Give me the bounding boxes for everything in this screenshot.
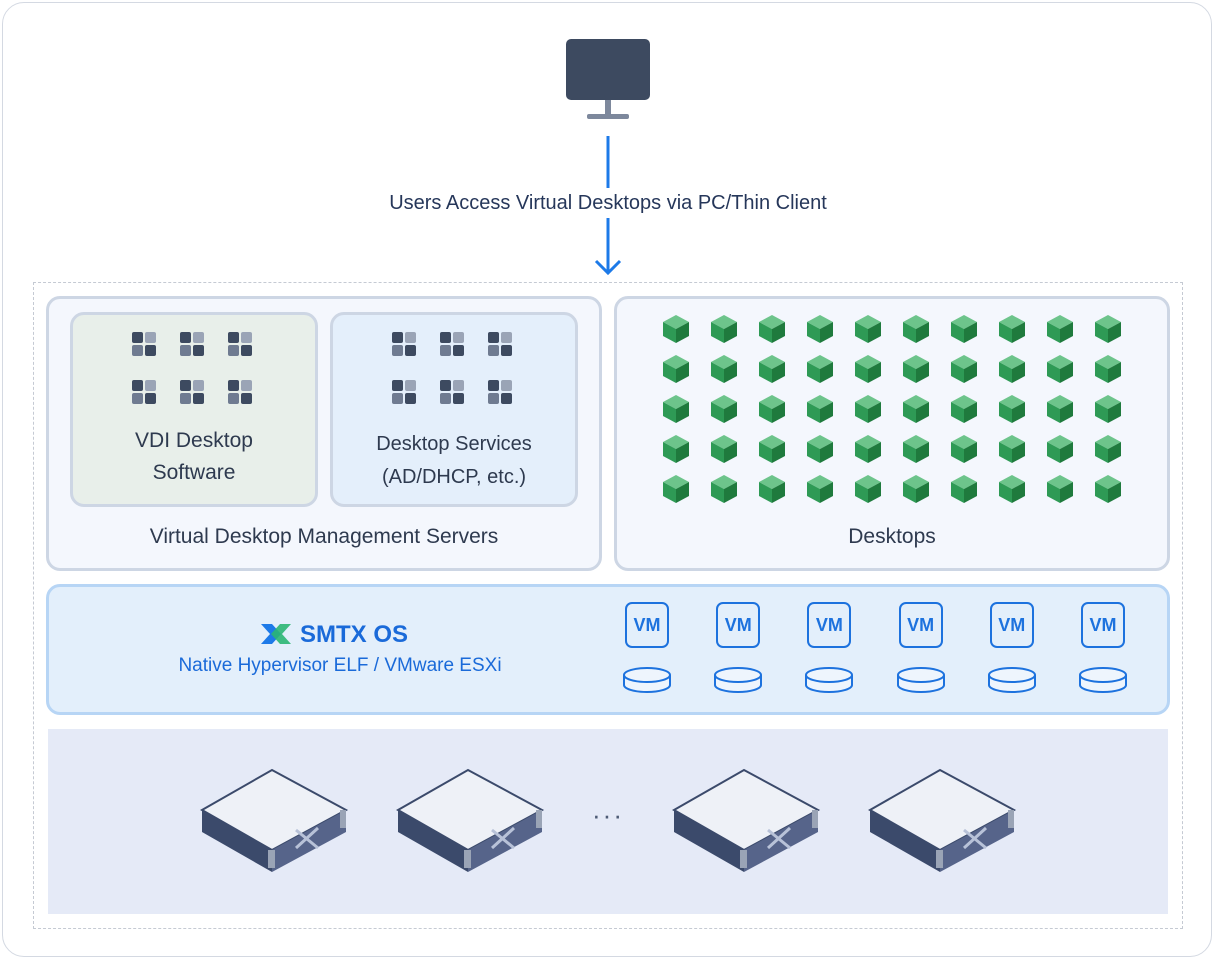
storage-disk-icon	[714, 667, 763, 693]
desktop-cube-icon	[1047, 355, 1073, 383]
desktops-panel	[614, 296, 1170, 571]
desktop-cube-icon	[663, 355, 689, 383]
hypervisor-subtitle: Native Hypervisor ELF / VMware ESXi	[178, 655, 502, 676]
desktop-cube-icon	[711, 355, 737, 383]
desktop-cube-icon	[951, 355, 977, 383]
storage-disk-icon	[1079, 667, 1127, 693]
desktop-cube-icon	[759, 395, 785, 423]
desktop-cube-icon	[663, 315, 689, 343]
system-boundary	[33, 282, 1183, 929]
app-grid-icon	[132, 380, 156, 404]
app-grid-icon	[392, 380, 416, 404]
app-grid-icon	[440, 332, 464, 356]
server-icon	[672, 768, 821, 872]
desktop-cube-icon	[951, 315, 977, 343]
desktop-cube-icon	[855, 475, 881, 503]
app-grid-icon	[440, 380, 464, 404]
desktop-cube-icon	[759, 475, 785, 503]
desktop-cube-icon	[807, 355, 833, 383]
desktop-cube-icon	[1095, 475, 1121, 503]
more-servers-ellipsis: ···	[592, 800, 624, 830]
app-grid-icon	[392, 332, 416, 356]
desktop-cube-icon	[903, 355, 929, 383]
vm-box: VM	[898, 602, 943, 648]
desktop-services-box	[330, 312, 578, 507]
desktop-cube-icon	[999, 475, 1025, 503]
desktop-cube-icon	[711, 475, 737, 503]
desktop-cube-icon	[903, 315, 929, 343]
vm-box: VM	[989, 602, 1034, 648]
services-label-line2: (AD/DHCP, etc.)	[381, 466, 527, 488]
desktop-cube-icon	[759, 435, 785, 463]
app-grid-icon	[488, 380, 512, 404]
access-label: Users Access Virtual Desktops via PC/Thi…	[308, 188, 908, 218]
desktop-cube-icon	[807, 315, 833, 343]
desktop-cube-icon	[903, 435, 929, 463]
desktop-cube-icon	[1095, 355, 1121, 383]
server-icon	[868, 768, 1017, 872]
desktop-cube-icon	[1047, 435, 1073, 463]
desktop-cube-icon	[903, 475, 929, 503]
app-grid-icon	[180, 380, 204, 404]
desktop-cube-icon	[999, 315, 1025, 343]
app-grid-icon	[228, 380, 252, 404]
desktop-cube-icon	[711, 315, 737, 343]
desktop-cube-icon	[759, 315, 785, 343]
desktop-cube-icon	[1047, 475, 1073, 503]
desktop-cube-icon	[663, 475, 689, 503]
monitor-icon	[566, 39, 650, 119]
desktop-cube-icon	[807, 395, 833, 423]
app-grid-icon	[180, 332, 204, 356]
storage-disk-icon	[805, 667, 854, 693]
desktop-cube-icon	[855, 395, 881, 423]
desktop-cube-icon	[807, 435, 833, 463]
desktops-panel-title: Desktops	[848, 525, 936, 548]
hypervisor-panel	[46, 584, 1170, 715]
vdi-label-line2: Software	[152, 461, 236, 484]
desktop-cube-icon	[663, 435, 689, 463]
desktop-cube-icon	[711, 435, 737, 463]
desktop-cube-icon	[951, 435, 977, 463]
app-grid-icon	[228, 332, 252, 356]
desktop-cube-icon	[855, 355, 881, 383]
server-icon	[200, 768, 349, 872]
desktop-cube-icon	[999, 395, 1025, 423]
server-icon	[396, 768, 545, 872]
vm-box: VM	[1081, 602, 1125, 648]
desktop-cube-icon	[759, 355, 785, 383]
management-panel-title: Virtual Desktop Management Servers	[149, 525, 499, 548]
storage-disk-icon	[623, 667, 671, 693]
desktop-cube-icon	[663, 395, 689, 423]
desktop-cube-icon	[855, 435, 881, 463]
app-grid-icon	[132, 332, 156, 356]
vdi-label-line1: VDI Desktop	[135, 429, 253, 452]
desktop-cube-icon	[999, 355, 1025, 383]
desktop-cube-icon	[807, 475, 833, 503]
smtx-logo-icon	[261, 624, 291, 644]
desktop-cube-icon	[903, 395, 929, 423]
services-label-line1: Desktop Services	[376, 433, 532, 455]
storage-disk-icon	[987, 667, 1036, 693]
desktop-cube-icon	[1047, 315, 1073, 343]
desktop-cube-icon	[1047, 395, 1073, 423]
desktop-cube-icon	[999, 435, 1025, 463]
app-grid-icon	[488, 332, 512, 356]
desktop-cube-icon	[1095, 315, 1121, 343]
smtx-os-name: SMTX OS	[300, 621, 409, 648]
desktop-cube-icon	[1095, 395, 1121, 423]
vm-box: VM	[716, 602, 761, 648]
vdi-software-box	[70, 312, 318, 507]
desktop-cube-icon	[1095, 435, 1121, 463]
desktop-cube-icon	[855, 315, 881, 343]
desktop-cube-icon	[951, 395, 977, 423]
vm-box: VM	[807, 602, 852, 648]
desktop-cube-icon	[951, 475, 977, 503]
vm-box: VM	[625, 602, 669, 648]
storage-disk-icon	[896, 667, 945, 693]
desktop-cube-icon	[711, 395, 737, 423]
